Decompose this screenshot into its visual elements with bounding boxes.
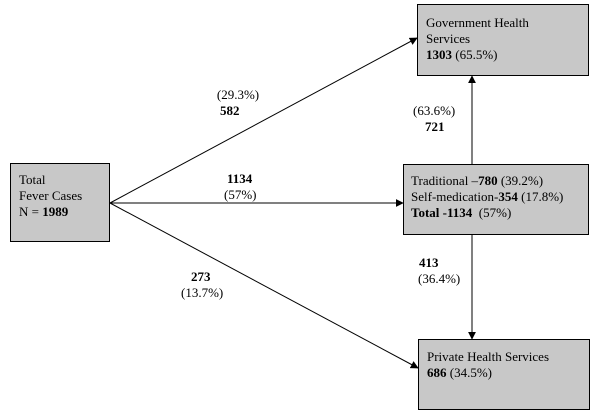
label-total-to-gov-count-wrap: 582 — [208, 103, 268, 119]
trad-pct: (39.2%) — [500, 173, 544, 188]
node-private-health-services: Private Health Services 686 (34.5%) — [418, 339, 590, 410]
self-prefix: Self-medication- — [411, 189, 499, 204]
self-line: Self-medication-354 (17.8%) — [411, 189, 580, 205]
label-total-to-trad-count-wrap: 1134 — [222, 171, 282, 187]
private-count: 686 — [427, 365, 447, 380]
self-pct: (17.8%) — [521, 189, 564, 204]
label-total-to-trad-count: 1134 — [227, 171, 253, 186]
label-trad-to-private: 413 (36.4%) — [418, 255, 478, 287]
label-total-to-trad: 1134 (57%) — [222, 171, 282, 203]
node-total-fever-cases: Total Fever Cases N = 1989 — [10, 163, 110, 242]
gov-pct: (65.5%) — [455, 47, 498, 62]
gov-value-line: 1303 (65.5%) — [426, 47, 580, 63]
label-trad-to-gov-count: 721 — [425, 119, 445, 134]
private-pct: (34.5%) — [449, 365, 492, 380]
total-n-line: N = 1989 — [19, 204, 101, 220]
private-value-line: 686 (34.5%) — [427, 365, 581, 381]
label-trad-to-gov-count-wrap: 721 — [413, 119, 473, 135]
label-total-to-private-pct: (13.7%) — [181, 285, 224, 300]
label-total-to-gov-pct: (29.3%) — [216, 87, 260, 102]
label-total-to-gov-count: 582 — [220, 103, 240, 118]
arrow-total-to-gov — [109, 37, 418, 204]
self-count: 354 — [498, 189, 518, 204]
trad-total-pct: (57%) — [478, 205, 512, 220]
arrow-total-to-private — [109, 202, 419, 369]
gov-count: 1303 — [426, 47, 452, 62]
label-trad-to-private-pct: (36.4%) — [418, 271, 461, 286]
trad-total-line: Total -1134 (57%) — [411, 205, 580, 221]
private-line1: Private Health Services — [427, 349, 550, 364]
label-total-to-trad-pct: (57%) — [224, 187, 257, 202]
trad-line: Traditional –780 (39.2%) — [411, 173, 580, 189]
label-total-to-private-count-wrap: 273 — [181, 269, 251, 285]
label-trad-to-private-count-wrap: 413 — [418, 255, 478, 271]
gov-line2: Services — [426, 31, 471, 46]
label-total-to-gov: (29.3%) 582 — [208, 87, 268, 119]
trad-count: 780 — [478, 173, 498, 188]
label-trad-to-gov-pct: (63.6%) — [413, 103, 456, 118]
node-traditional-self-medication: Traditional –780 (39.2%) Self-medication… — [403, 164, 589, 235]
total-line1: Total — [19, 172, 46, 187]
trad-total-label: Total -1134 — [411, 205, 473, 220]
label-trad-to-gov: (63.6%) 721 — [413, 103, 473, 135]
gov-line1: Government Health — [426, 15, 529, 30]
label-total-to-private: 273 (13.7%) — [181, 269, 251, 301]
total-n-value: 1989 — [42, 204, 69, 219]
label-total-to-private-count: 273 — [191, 269, 211, 284]
total-n-prefix: N = — [19, 204, 43, 219]
node-government-health-services: Government Health Services 1303 (65.5%) — [417, 4, 589, 76]
trad-prefix: Traditional – — [411, 173, 479, 188]
total-line2: Fever Cases — [19, 188, 83, 203]
label-trad-to-private-count: 413 — [419, 255, 439, 270]
